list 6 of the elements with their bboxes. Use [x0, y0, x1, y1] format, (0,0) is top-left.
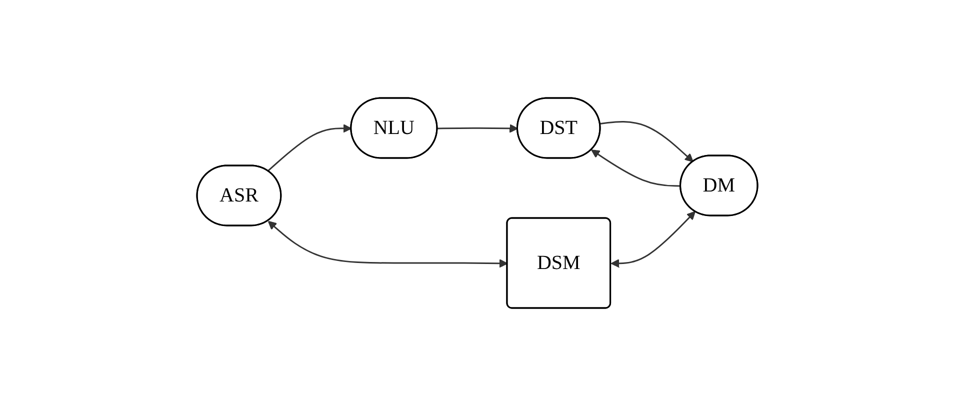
arrow [438, 124, 518, 133]
arrow [591, 150, 682, 187]
arrow [268, 124, 352, 172]
arrow [600, 120, 694, 162]
arrow [268, 220, 508, 268]
arrow [611, 211, 696, 268]
